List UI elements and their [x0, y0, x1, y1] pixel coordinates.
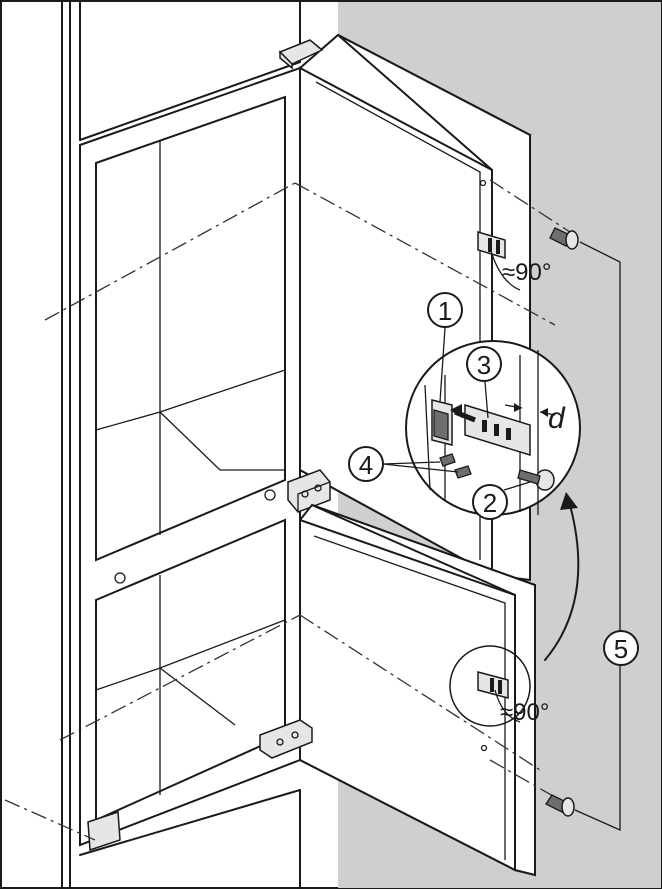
callout-4-label: 4 [359, 450, 373, 480]
top-angle-arc [489, 247, 521, 291]
cabinet-body [61, 1, 301, 889]
callout-2: 2 [472, 481, 531, 520]
bottom-angle-arc [494, 689, 521, 723]
dimension-label: d [548, 402, 566, 435]
callout-4: 4 [348, 446, 459, 482]
callout-5-label: 5 [614, 634, 628, 664]
lower-door [259, 503, 536, 877]
top-angle-label: ≈90° [502, 259, 551, 286]
callout-3-label: 3 [477, 350, 491, 380]
bottom-screw [545, 794, 575, 817]
appliance-body [79, 66, 301, 889]
curved-arrow [544, 492, 580, 661]
callout-1: 1 [427, 292, 463, 403]
callout-2-label: 2 [483, 488, 497, 518]
alignment-lines [4, 179, 571, 841]
middle-hinge [287, 469, 331, 513]
callout-1-label: 1 [438, 296, 452, 326]
lower-hinge-highlight [449, 645, 531, 727]
bottom-angle-label: ≈90° [500, 699, 549, 726]
callout-3: 3 [466, 346, 502, 419]
callout-5: 5 [603, 630, 639, 666]
screw-bracket-line [574, 241, 621, 832]
top-screw [549, 227, 579, 250]
